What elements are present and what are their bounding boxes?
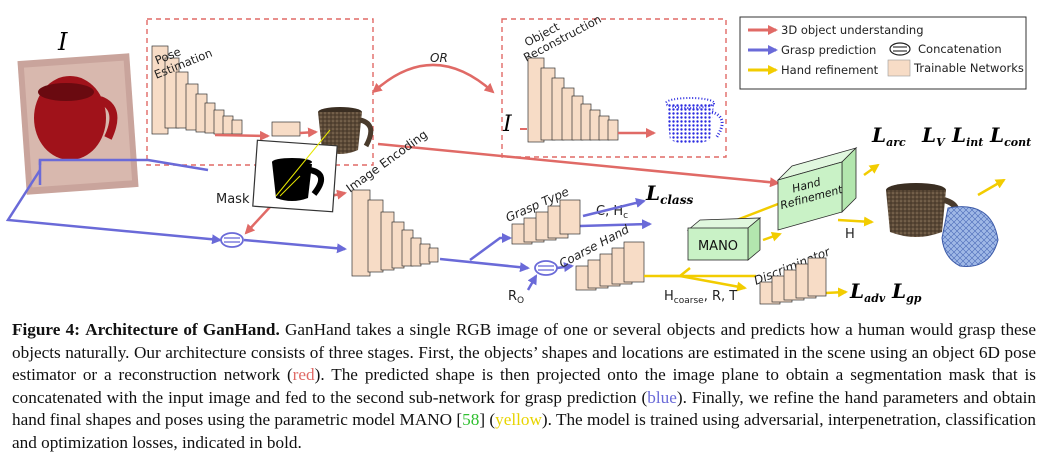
- output-grasp-render: [886, 183, 999, 267]
- hcoarse-label: Hcoarse, R, T: [664, 289, 737, 306]
- object-mesh: [318, 107, 374, 154]
- loss-v: LV: [921, 123, 946, 149]
- top-losses: Larc LV Lint Lcont: [871, 123, 1031, 149]
- grasp-type-network: [511, 199, 581, 245]
- caption-seg5: ). The model is trained using adversaria…: [12, 410, 1036, 452]
- image-encoding-network: [351, 189, 439, 277]
- mano-block: MANO: [686, 217, 762, 261]
- grasp-flow-lines: [5, 158, 652, 291]
- legend-label-hand: Hand refinement: [781, 63, 879, 77]
- hand-refinement-lines: [644, 163, 1006, 298]
- r0-label: RO: [508, 289, 524, 306]
- figure-caption: Figure 4: Architecture of GanHand. GanHa…: [12, 319, 1036, 455]
- discriminator-network: [759, 257, 827, 305]
- caption-seg1: GanHand takes a single RGB image of one …: [12, 320, 1037, 385]
- concat-symbol-2: [534, 260, 558, 276]
- concat-icon: [889, 42, 911, 56]
- loss-adv: Ladv: [849, 279, 886, 305]
- trainable-swatch: [887, 59, 911, 77]
- class-loss-label: Lclass: [645, 181, 693, 207]
- mask-label: Mask: [216, 192, 250, 207]
- legend-label-concat: Concatenation: [918, 42, 1002, 56]
- caption-reference-link[interactable]: 58: [462, 410, 480, 430]
- h-label: H: [845, 227, 855, 242]
- recon-input-label: I: [502, 112, 513, 137]
- caption-seg4: ] (: [479, 410, 496, 430]
- object-reconstruction-box: [501, 18, 727, 158]
- figure-title: Architecture of GanHand.: [85, 320, 280, 339]
- legend-label-grasp: Grasp prediction: [781, 43, 876, 57]
- caption-red-word: red: [292, 365, 315, 385]
- architecture-figure: I Pose Estimation Object Reconstruction: [5, 0, 1031, 306]
- legend-label-trainable: Trainable Networks: [913, 61, 1024, 75]
- caption-yellow-word: yellow: [495, 410, 542, 430]
- loss-int: Lint: [951, 123, 983, 149]
- mano-label: MANO: [698, 239, 738, 254]
- hand-refinement-block: Hand Refinement: [776, 147, 858, 231]
- or-arrow: [371, 63, 495, 94]
- mask-image: [252, 129, 338, 213]
- loss-cont: Lcont: [989, 123, 1031, 149]
- point-cloud-mug: [665, 97, 724, 144]
- or-label: OR: [430, 51, 448, 65]
- caption-seg2: ). The predicted shape is then projected…: [12, 365, 1036, 407]
- coarse-hand-network: [575, 241, 645, 291]
- loss-gp: Lgp: [891, 279, 922, 305]
- legend-label-object: 3D object understanding: [781, 23, 924, 37]
- figure-label: Figure 4:: [12, 320, 80, 339]
- bottom-losses: Ladv Lgp: [849, 279, 922, 305]
- input-label: I: [57, 28, 68, 56]
- input-image: I: [17, 28, 139, 195]
- caption-seg3: ). Finally, we refine the hand parameter…: [12, 387, 1037, 430]
- concat-symbol-1: [220, 232, 244, 248]
- object-reconstruction-network: [527, 57, 619, 143]
- legend: 3D object understanding Grasp prediction…: [739, 16, 1027, 90]
- object-reconstruction-label: Object Reconstruction: [515, 0, 604, 64]
- caption-blue-word: blue: [647, 387, 677, 407]
- loss-arc: Larc: [871, 123, 906, 149]
